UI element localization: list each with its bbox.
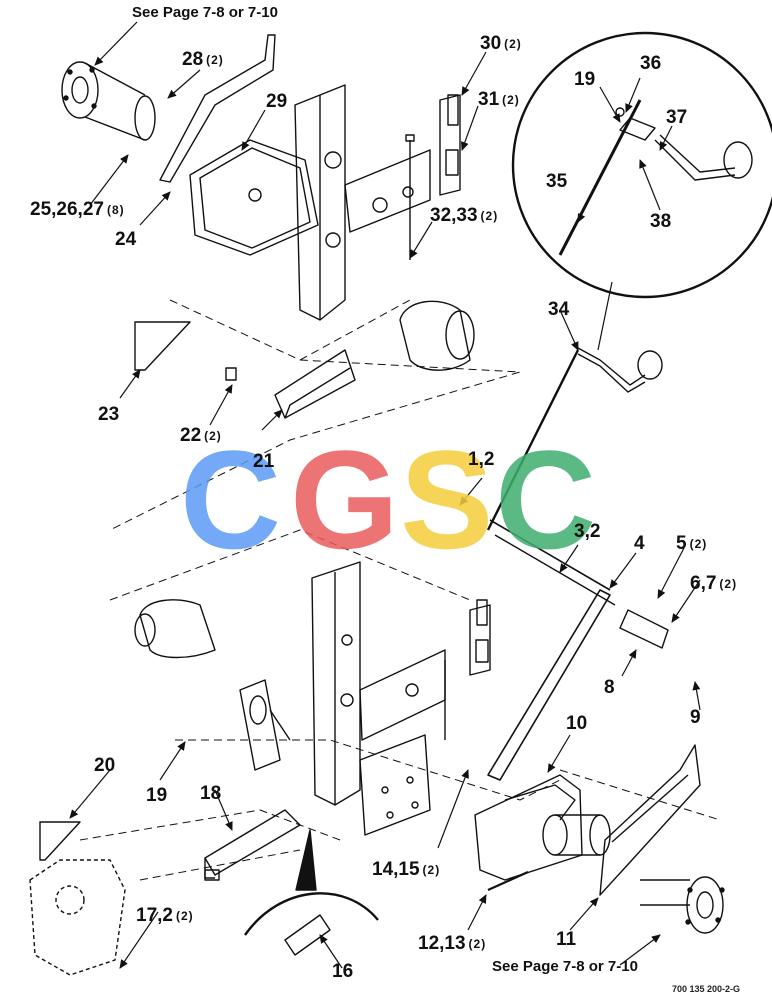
callout-23: 23 — [98, 404, 120, 425]
reference-note-bottom: See Page 7-8 or 7-10 — [492, 958, 638, 975]
lower-mounting-plate — [359, 734, 431, 836]
callout-35: 35 — [546, 171, 568, 192]
lower-tube-left — [134, 599, 216, 659]
leader-arrows — [69, 21, 701, 969]
bolt-32-33 — [405, 134, 415, 260]
upper-cross-plate — [344, 149, 431, 233]
lever-arm-4 — [487, 519, 616, 781]
callout-8: 8 — [604, 677, 615, 698]
bottom-left-plate — [29, 859, 126, 976]
callout-16: 16 — [332, 961, 354, 982]
callout-38: 38 — [650, 211, 672, 232]
callout-19-detail: 19 — [574, 69, 596, 90]
watermark-letter-s: S — [400, 444, 493, 556]
callout-37: 37 — [666, 107, 688, 128]
hub-top-left — [61, 61, 156, 141]
callout-11: 11 — [556, 929, 577, 950]
callout-30: 30(2) — [480, 33, 522, 54]
callout-29: 29 — [266, 91, 288, 112]
reference-note-top: See Page 7-8 or 7-10 — [132, 4, 278, 21]
bracket-20 — [39, 821, 81, 861]
callout-18: 18 — [200, 783, 222, 804]
bolt-12-13 — [487, 870, 529, 892]
bracket-24 — [159, 34, 276, 183]
angle-21 — [274, 349, 356, 419]
watermark-letter-c1: C — [180, 444, 281, 556]
upper-upright-post — [294, 84, 346, 321]
callout-3-2: 3,2 — [574, 521, 601, 542]
lower-bushing — [469, 599, 491, 676]
callout-17-2: 17,2(2) — [136, 905, 194, 926]
callout-24: 24 — [115, 229, 137, 250]
callout-21: 21 — [253, 451, 275, 472]
callout-31: 31(2) — [478, 89, 520, 110]
upper-tube — [399, 300, 475, 371]
crank-34 — [486, 347, 663, 531]
detail-leader — [597, 281, 613, 351]
callout-10: 10 — [566, 713, 588, 734]
callout-36: 36 — [640, 53, 662, 74]
callout-1-2: 1,2 — [468, 449, 495, 470]
callout-32-33: 32,33(2) — [430, 205, 499, 226]
plate-29 — [189, 139, 319, 256]
callout-4: 4 — [634, 533, 645, 554]
bracket-5 — [619, 609, 669, 649]
callout-19: 19 — [146, 785, 168, 806]
callout-22: 22(2) — [180, 425, 222, 446]
plate-10 — [474, 774, 611, 881]
callout-34: 34 — [548, 299, 570, 320]
lower-dashed-outline — [79, 529, 721, 881]
watermark-letter-g: G — [290, 444, 399, 556]
detail-circle — [511, 31, 772, 299]
hub-bottom-right — [640, 876, 725, 934]
callout-28: 28(2) — [182, 49, 224, 70]
bracket-23 — [134, 321, 191, 371]
bushing-30-31 — [439, 94, 461, 196]
detail-arc-16 — [244, 829, 379, 956]
callout-6-7: 6,7(2) — [690, 573, 738, 594]
lower-cross-plate — [359, 649, 446, 741]
bracket-11 — [599, 744, 701, 896]
callout-20: 20 — [94, 755, 116, 776]
watermark-logo: C G S C — [180, 444, 596, 556]
callout-12-13: 12,13(2) — [418, 933, 487, 954]
bracket-18 — [204, 809, 301, 881]
callout-5: 5(2) — [676, 533, 708, 554]
callout-14-15: 14,15(2) — [372, 859, 441, 880]
upper-dashed-outline — [109, 299, 521, 531]
lower-upright-post — [311, 561, 361, 806]
watermark-letter-c2: C — [495, 444, 596, 556]
spacer-22 — [225, 367, 237, 381]
lower-side-plates — [239, 679, 291, 771]
callout-9: 9 — [690, 707, 701, 728]
callout-25-26-27: 25,26,27(8) — [30, 199, 125, 220]
drawing-code: 700 135 200-2-G — [672, 984, 741, 994]
